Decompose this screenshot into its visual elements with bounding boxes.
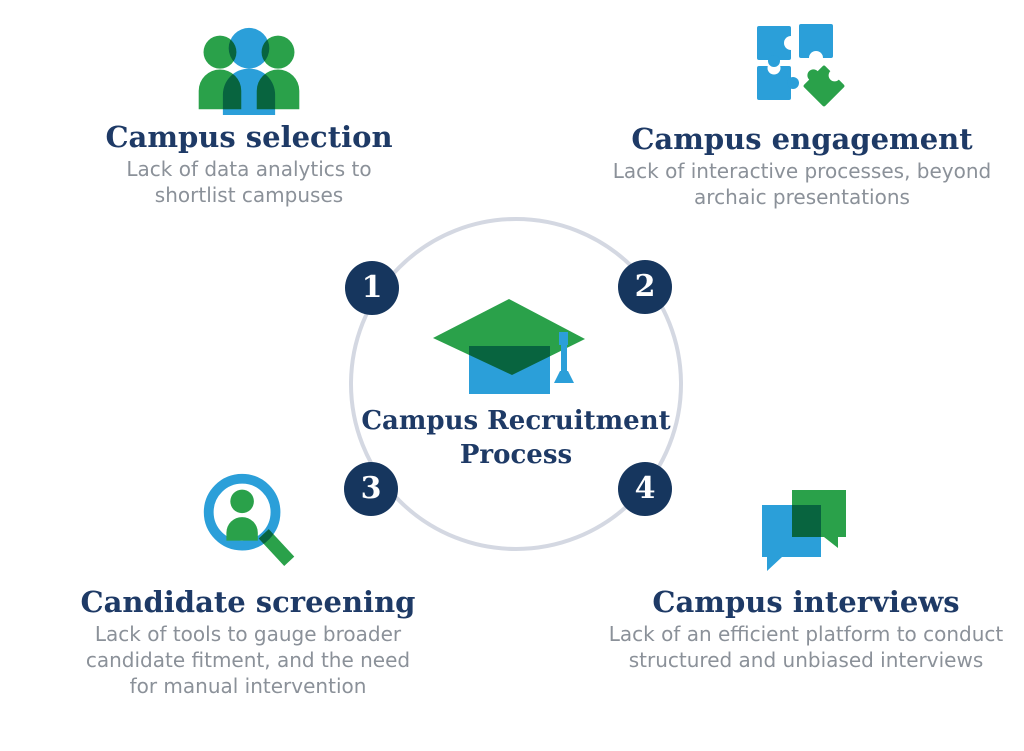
quadrant-title: Candidate screening: [80, 585, 416, 619]
people-group-icon: [198, 27, 300, 115]
quadrant-title: Campus selection: [105, 120, 393, 154]
quadrant-description: Lack of data analytics to shortlist camp…: [126, 157, 372, 207]
graduation-cap-icon: [433, 299, 585, 394]
quadrant-campus-engagement: Campus engagement Lack of interactive pr…: [602, 20, 1002, 210]
center-title: Campus Recruitment Process: [361, 406, 671, 470]
chat-bubbles-icon: [762, 490, 846, 571]
step-badge-3: 3: [344, 462, 398, 516]
quadrant-candidate-screening: Candidate screening Lack of tools to gau…: [68, 466, 428, 699]
quadrant-description: Lack of tools to gauge broader candidate…: [85, 622, 411, 698]
quadrant-description: Lack of interactive processes, beyond ar…: [612, 159, 992, 209]
quadrant-description: Lack of an efficient platform to conduct…: [608, 622, 1004, 672]
candidate-search-icon: [203, 473, 295, 566]
quadrant-campus-interviews: Campus interviews Lack of an efficient p…: [586, 487, 1024, 673]
quadrant-title: Campus engagement: [631, 122, 973, 156]
quadrant-title: Campus interviews: [652, 585, 960, 619]
puzzle-pieces-icon: [757, 24, 845, 107]
step-badge-2: 2: [618, 260, 672, 314]
step-badge-4: 4: [618, 462, 672, 516]
process-circle: [349, 217, 683, 551]
step-badge-1: 1: [345, 261, 399, 315]
quadrant-campus-selection: Campus selection Lack of data analytics …: [69, 26, 429, 208]
